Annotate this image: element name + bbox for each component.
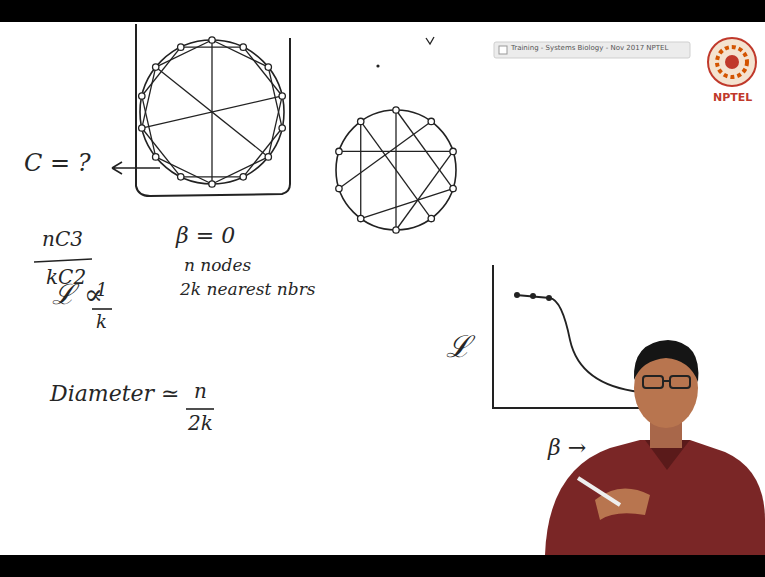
axis-label: β →: [548, 436, 586, 460]
nptel-logo: [708, 38, 756, 86]
ink-dot: [376, 64, 379, 67]
note-text: C = ?: [24, 150, 91, 176]
browser-tab: [494, 42, 690, 58]
pointer-arrow: [112, 162, 160, 174]
plot-curve: [516, 295, 640, 392]
fraction-bar: [34, 259, 92, 262]
plot-point: [530, 293, 536, 299]
tab-title: Training - Systems Biology - Nov 2017 NP…: [511, 45, 668, 53]
parameter-label: β = 0: [176, 224, 235, 248]
top-bar: [0, 0, 765, 22]
numerator: n: [194, 380, 207, 402]
fraction-bar: [186, 408, 214, 410]
logo-text: NPTEL: [713, 92, 752, 104]
numerator: nC3: [42, 228, 83, 250]
plot-point: [546, 295, 552, 301]
rewired-graph: [336, 107, 457, 233]
denominator: 2k: [188, 412, 213, 434]
formula-text: ℒ ∝: [52, 280, 103, 311]
numerator: 1: [96, 280, 107, 300]
axis-label: ℒ: [446, 330, 471, 363]
formula-text: Diameter ≃: [50, 382, 179, 406]
ring-graph: [139, 37, 286, 187]
bottom-bar: [0, 555, 765, 577]
note-text: 2k nearest nbrs: [180, 280, 316, 299]
tab-checkbox: [499, 46, 507, 54]
denominator: k: [96, 312, 107, 332]
enclosing-bracket: [136, 24, 290, 196]
plot-point: [514, 292, 520, 298]
ink-mark: [426, 37, 434, 44]
note-text: n nodes: [184, 256, 251, 275]
lecturer: [545, 340, 765, 555]
